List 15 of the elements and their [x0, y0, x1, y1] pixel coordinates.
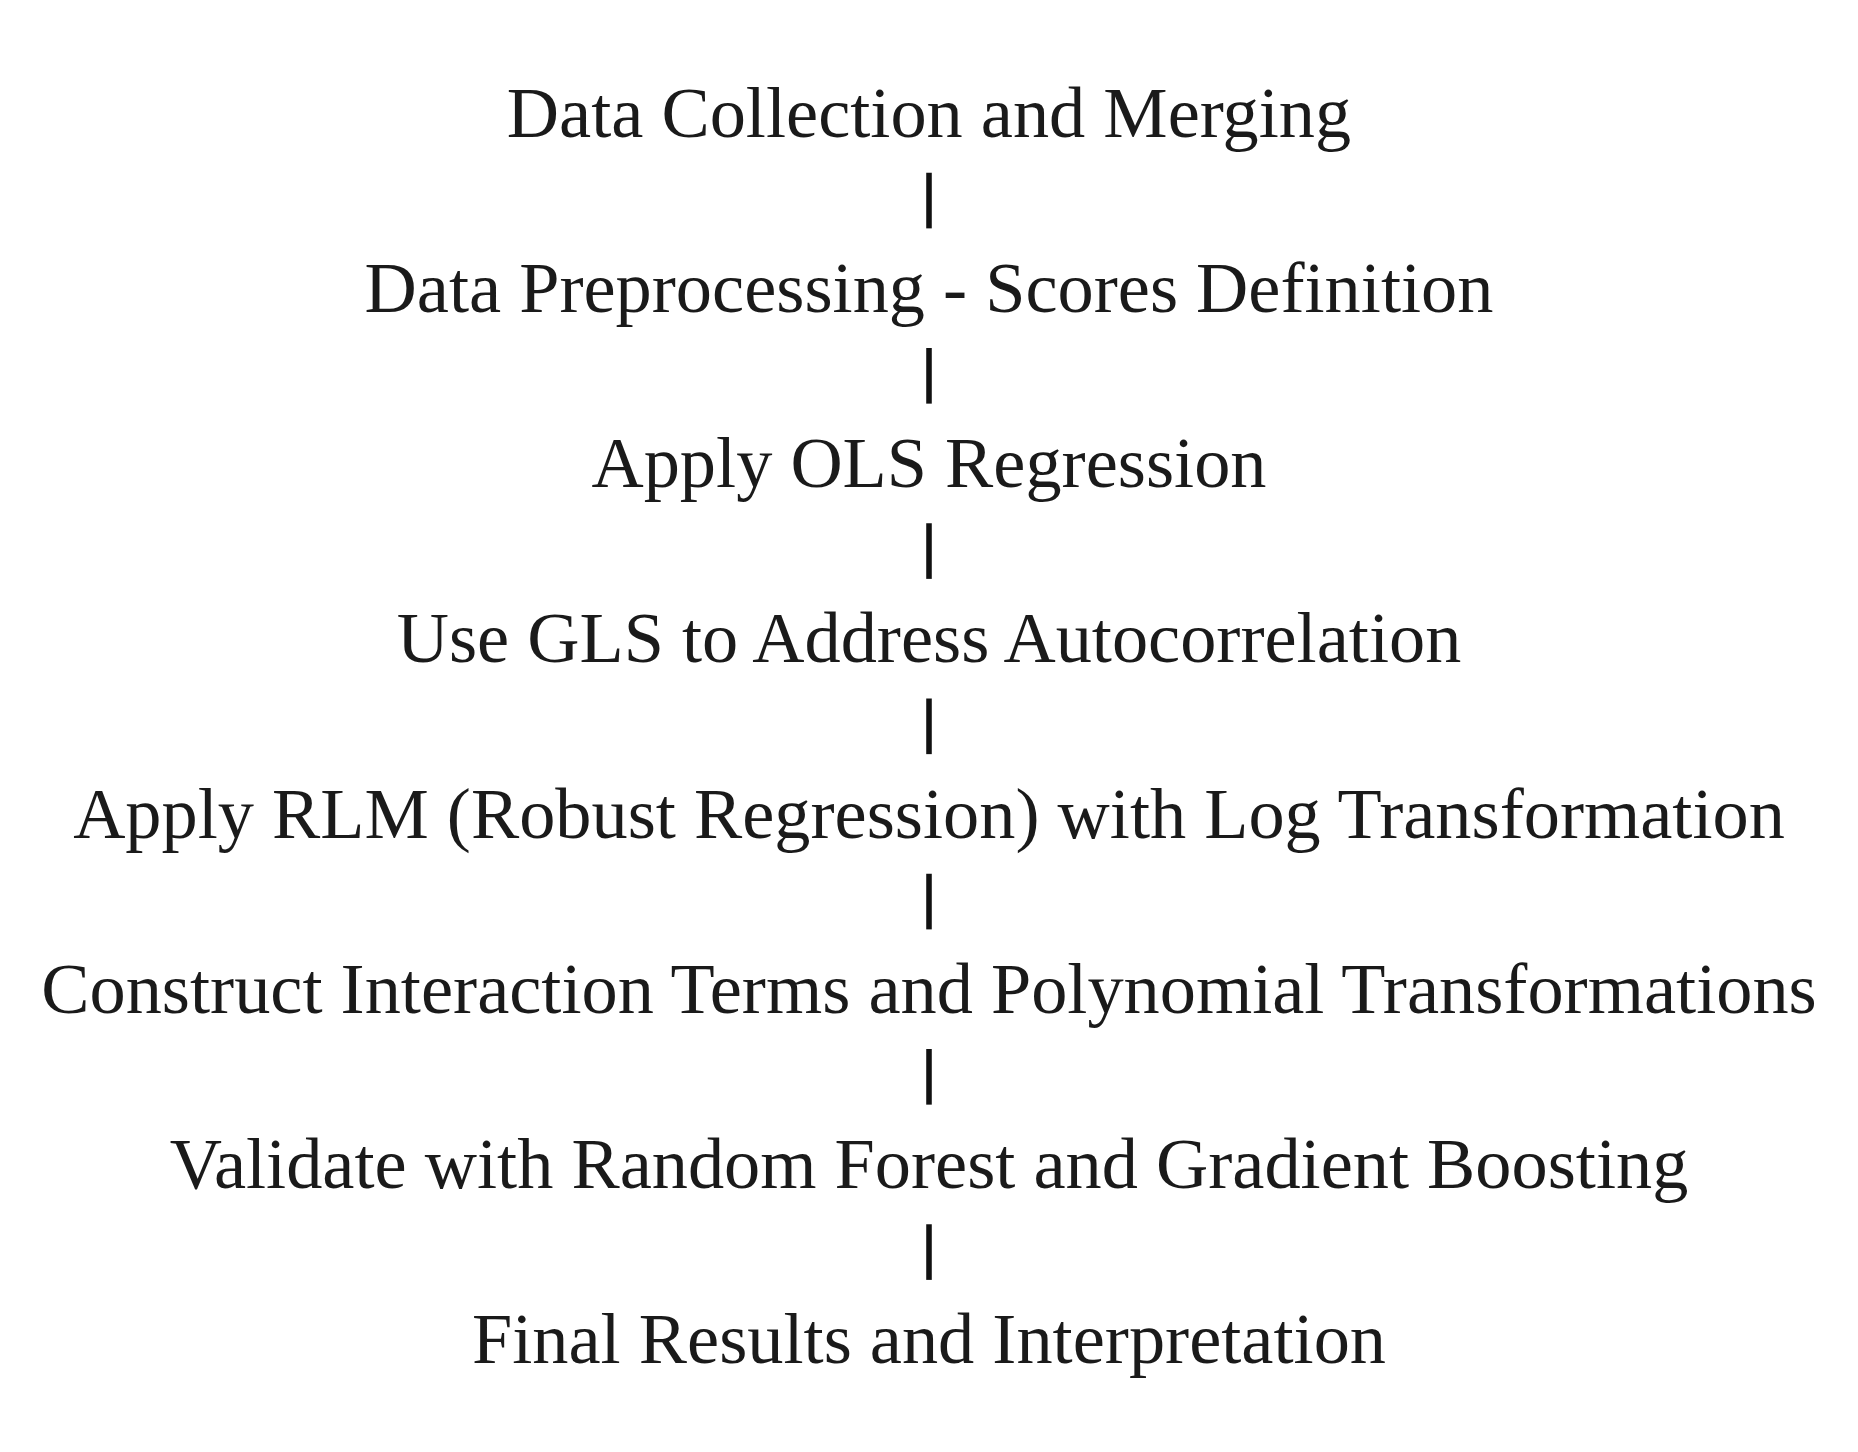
- node-text: Data Collection and Merging: [506, 72, 1352, 152]
- connector: [926, 347, 932, 404]
- node-text: Final Results and Interpretation: [472, 1299, 1386, 1379]
- node-text: Validate with Random Forest and Gradient Boosting: [169, 1123, 1689, 1204]
- connector: [926, 522, 932, 579]
- node-text: Use GLS to Address Autocorrelation: [396, 598, 1462, 678]
- node-text: Apply OLS Regression: [591, 422, 1267, 503]
- connector: [926, 873, 932, 930]
- connector: [926, 1223, 932, 1280]
- connector: [926, 1048, 932, 1105]
- node-text: Construct Interaction Terms and Polynomial Transformations: [41, 948, 1817, 1028]
- node-text: Apply RLM (Robust Regression) with Log Transformation: [73, 773, 1785, 853]
- connector: [926, 172, 932, 229]
- connector: [926, 698, 932, 754]
- node-text: Data Preprocessing - Scores Definition: [364, 247, 1494, 327]
